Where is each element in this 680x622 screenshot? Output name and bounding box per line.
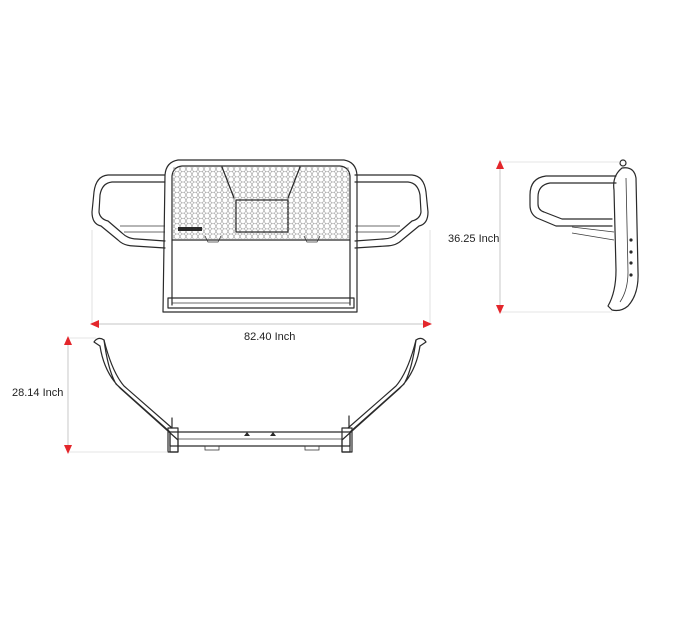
arrow-down-icon: [496, 305, 504, 314]
front-view: [90, 159, 432, 328]
width-dimension-line: [90, 230, 432, 328]
top-view: [64, 336, 427, 454]
front-left-wing: [91, 174, 166, 249]
depth-dimension-line: [64, 336, 168, 454]
front-grille-frame: [162, 159, 358, 313]
width-dimension-label: 82.40 Inch: [244, 331, 296, 343]
front-right-wing: [354, 174, 429, 249]
grille-center-window: [235, 199, 289, 233]
logo-plate: [178, 227, 202, 231]
height-dimension-line: [496, 160, 620, 314]
grille-mesh: [173, 167, 349, 239]
depth-dimension-label: 28.14 Inch: [12, 387, 64, 399]
arrow-up-icon: [496, 160, 504, 169]
arrow-right-icon: [423, 320, 432, 328]
height-dimension-label: 36.25 Inch: [448, 233, 500, 245]
arrow-up-icon: [64, 336, 72, 345]
arrow-left-icon: [90, 320, 99, 328]
side-view: [496, 159, 639, 314]
arrow-down-icon: [64, 445, 72, 454]
